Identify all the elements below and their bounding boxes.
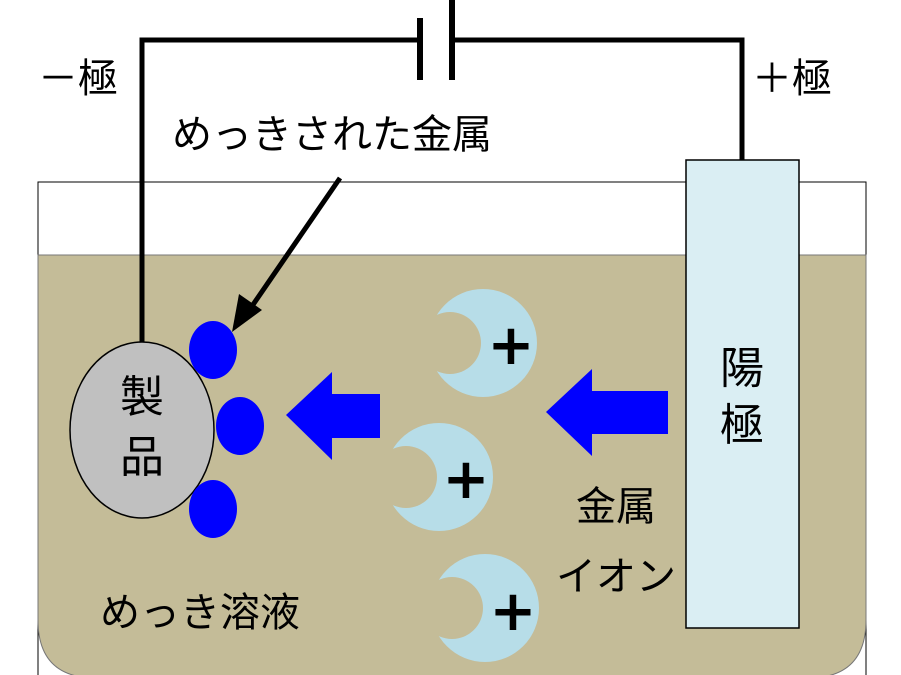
metal-ion: + [375, 423, 493, 531]
ion-charge: + [490, 579, 537, 644]
ion-flow-arrow-left [286, 372, 380, 460]
negative-wire [139, 37, 420, 345]
product [69, 341, 215, 519]
plated-metal-pointer-head [232, 294, 262, 332]
metal-ion-label-line2: イオン [556, 554, 676, 600]
positive-wire [452, 37, 745, 160]
ion-charge: + [488, 313, 535, 378]
plating-solution-label: めっき溶液 [100, 590, 300, 636]
metal-ion: + [419, 289, 537, 397]
anode-label-char1: 陽 [720, 343, 764, 394]
battery-symbol [417, 0, 455, 80]
product-label-char1: 製 [120, 372, 164, 423]
plated-metal-label: めっきされた金属 [172, 112, 492, 158]
product-label-char2: 品 [120, 432, 164, 483]
plated-particle [189, 321, 237, 379]
ion-charge: + [443, 447, 490, 512]
metal-ion-label-line1: 金属 [576, 484, 656, 530]
ion-flow-arrow-right [546, 369, 668, 456]
plated-metal-pointer [245, 176, 343, 314]
plated-particle [189, 480, 237, 538]
metal-ion: + [421, 554, 539, 662]
anode-label-char2: 極 [720, 400, 764, 451]
negative-pole-label: －極 [38, 56, 118, 102]
plated-particles [189, 321, 264, 538]
anode [685, 159, 800, 629]
circuit-wires [139, 37, 745, 345]
plated-particle [216, 397, 264, 455]
positive-pole-label: ＋極 [752, 56, 832, 102]
